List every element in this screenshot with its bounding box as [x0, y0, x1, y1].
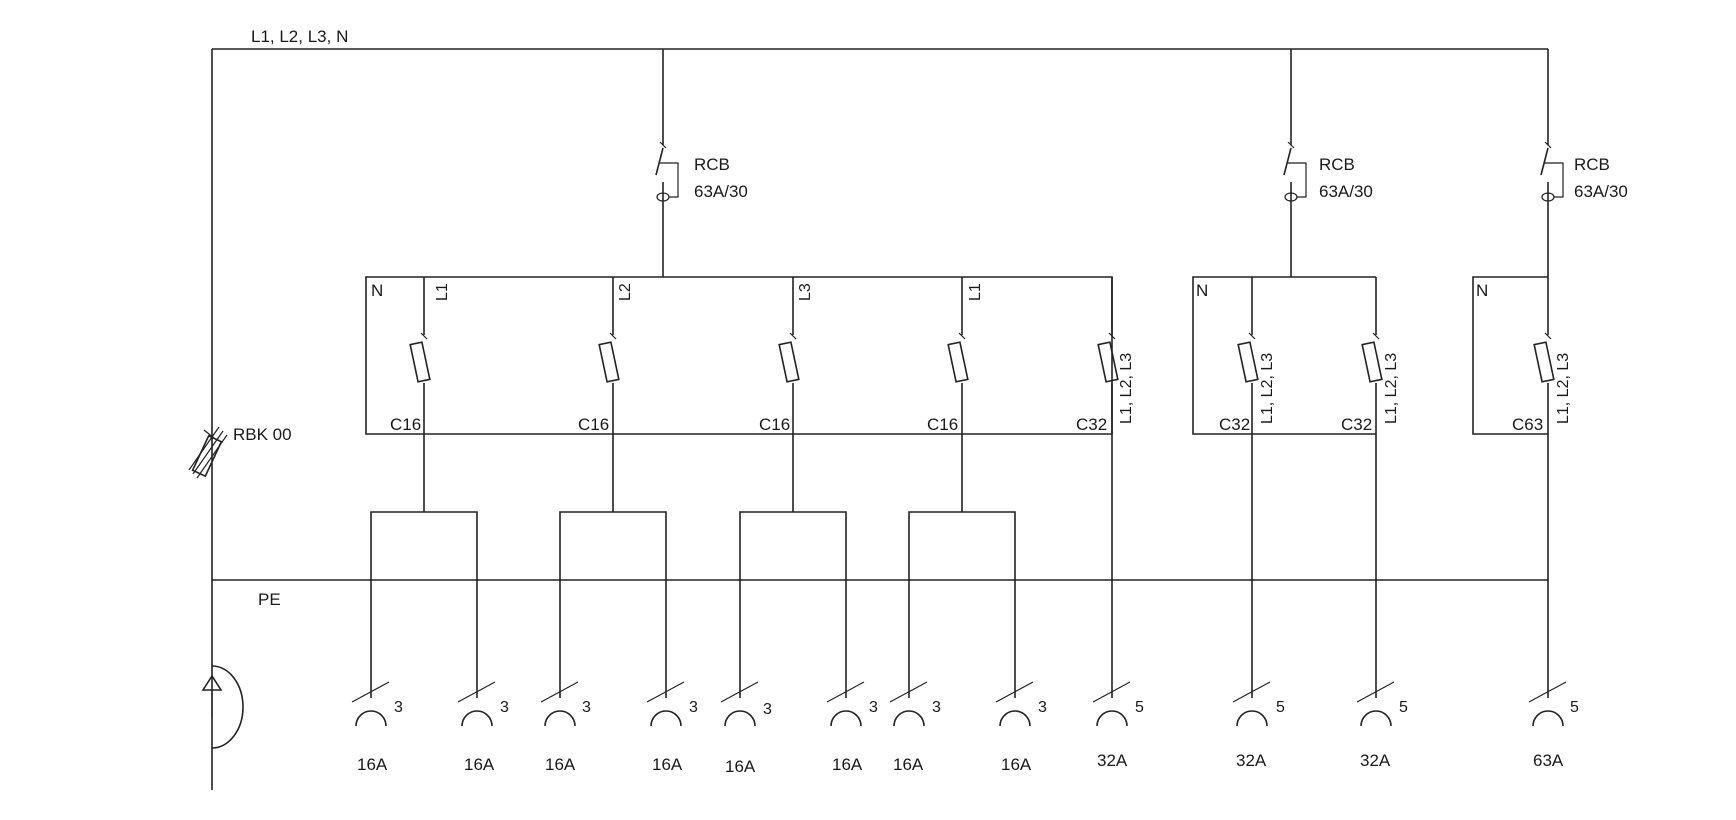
- neutral-label-2: N: [1196, 281, 1208, 300]
- rcb-3: [1540, 141, 1564, 277]
- socket-icon-9: [1092, 681, 1131, 727]
- rcb-2-rating: 63A/30: [1319, 182, 1373, 201]
- socket-10-poles: 5: [1276, 699, 1285, 716]
- breaker-4: [947, 277, 969, 512]
- socket-3-rating: 16A: [545, 755, 576, 774]
- rcb-2: [1283, 141, 1307, 277]
- breaker-3-rating: C16: [759, 415, 790, 434]
- socket-2-poles: 3: [500, 699, 509, 716]
- rcb-3-name: RCB: [1574, 155, 1610, 174]
- neutral-label-1: N: [371, 281, 383, 300]
- breaker-6-phase: L1, L2, L3: [1259, 353, 1276, 424]
- breaker-8-phase: L1, L2, L3: [1555, 353, 1572, 424]
- socket-11-rating: 32A: [1360, 751, 1391, 770]
- breaker-5: [1097, 277, 1119, 698]
- breaker-5-phase: L1, L2, L3: [1118, 353, 1135, 424]
- split-4: [908, 511, 1016, 698]
- breaker-1-rating: C16: [390, 415, 421, 434]
- breaker-4-phase: L1: [967, 283, 984, 301]
- socket-7-poles: 3: [932, 699, 941, 716]
- socket-12-rating: 63A: [1533, 751, 1564, 770]
- rcb-1-rating: 63A/30: [694, 182, 748, 201]
- main-fuse: [188, 426, 228, 479]
- breaker-5-rating: C32: [1076, 415, 1107, 434]
- breaker-7-phase: L1, L2, L3: [1383, 353, 1400, 424]
- socket-icon-7: [889, 681, 928, 727]
- rcb-1: [655, 141, 679, 277]
- breaker-6: [1237, 277, 1259, 698]
- rcb-3-rating: 63A/30: [1574, 182, 1628, 201]
- distribution-box-3: [1472, 276, 1548, 435]
- breaker-3: [778, 277, 800, 512]
- split-1: [370, 511, 478, 698]
- socket-6-poles: 3: [869, 699, 878, 716]
- socket-icon-4: [646, 681, 685, 727]
- socket-11-poles: 5: [1399, 699, 1408, 716]
- distribution-box-1: [365, 276, 1113, 435]
- socket-icon-3: [540, 681, 579, 727]
- socket-icon-6: [826, 681, 865, 727]
- socket-4-rating: 16A: [652, 755, 683, 774]
- socket-icon-10: [1232, 681, 1271, 727]
- breaker-7: [1361, 277, 1383, 698]
- socket-icon-8: [995, 681, 1034, 727]
- socket-9-rating: 32A: [1097, 751, 1128, 770]
- breaker-2-phase: L2: [617, 283, 634, 301]
- socket-2-rating: 16A: [464, 755, 495, 774]
- socket-3-poles: 3: [582, 699, 591, 716]
- breaker-4-rating: C16: [927, 415, 958, 434]
- socket-8-rating: 16A: [1001, 755, 1032, 774]
- socket-1-poles: 3: [394, 699, 403, 716]
- socket-1-rating: 16A: [357, 755, 388, 774]
- socket-icon-11: [1356, 681, 1395, 727]
- neutral-label-3: N: [1476, 281, 1488, 300]
- pe-label: PE: [258, 590, 281, 609]
- split-3: [739, 511, 847, 698]
- breaker-6-rating: C32: [1219, 415, 1250, 434]
- socket-icon-5: [720, 681, 759, 727]
- socket-icon-2: [457, 681, 496, 727]
- breaker-7-rating: C32: [1341, 415, 1372, 434]
- socket-5-rating: 16A: [725, 757, 756, 776]
- socket-icon-1: [351, 681, 390, 727]
- breaker-8: [1533, 277, 1555, 698]
- split-2: [559, 511, 667, 698]
- socket-8-poles: 3: [1038, 699, 1047, 716]
- breaker-2: [598, 277, 620, 512]
- breaker-1: [409, 277, 431, 512]
- socket-icon-12: [1528, 681, 1567, 727]
- breaker-2-rating: C16: [578, 415, 609, 434]
- socket-10-rating: 32A: [1236, 751, 1267, 770]
- main-fuse-label: RBK 00: [233, 425, 292, 444]
- socket-6-rating: 16A: [832, 755, 863, 774]
- socket-9-poles: 5: [1135, 699, 1144, 716]
- distribution-box-2: [1192, 276, 1376, 435]
- socket-7-rating: 16A: [893, 755, 924, 774]
- supply-source-icon: [201, 665, 244, 749]
- breaker-3-phase: L3: [797, 283, 814, 301]
- breaker-8-rating: C63: [1512, 415, 1543, 434]
- socket-5-poles: 3: [763, 701, 772, 718]
- breaker-1-phase: L1: [434, 283, 451, 301]
- rcb-1-name: RCB: [694, 155, 730, 174]
- supply-label: L1, L2, L3, N: [251, 27, 348, 46]
- socket-4-poles: 3: [689, 699, 698, 716]
- rcb-2-name: RCB: [1319, 155, 1355, 174]
- socket-12-poles: 5: [1570, 699, 1579, 716]
